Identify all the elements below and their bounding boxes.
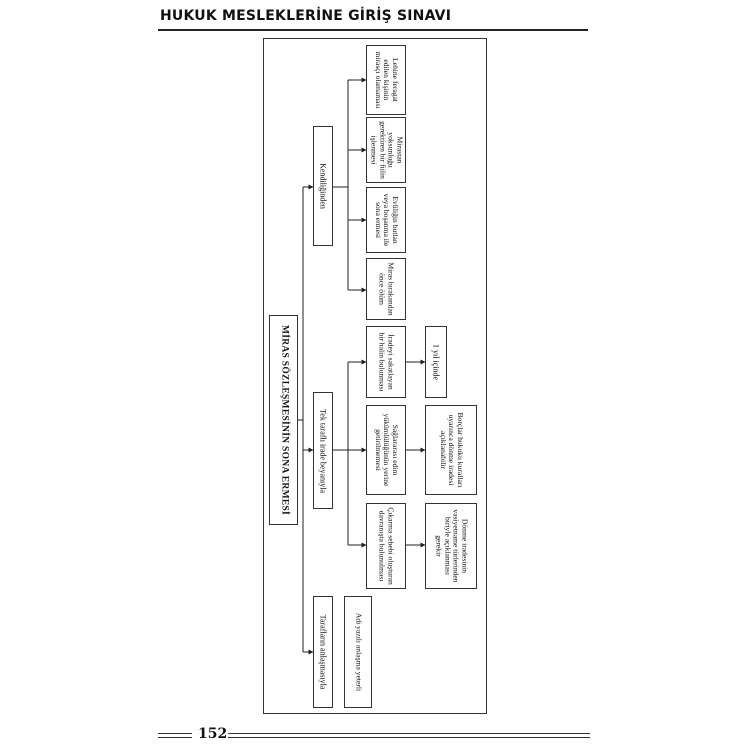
kend-item-evliligin: Evliliğin butlan veya boşanma ile sona e…	[366, 187, 406, 253]
detail-donme: Dönme iradesinin vasiyetname türlerinden…	[425, 503, 477, 589]
detail-1yil: 1 yıl içinde	[425, 326, 447, 398]
header-rule	[158, 29, 588, 31]
branch-taraflarin: Tarafların anlaşmasıyla	[313, 596, 333, 708]
branch-tek-tarafli-label: Tek taraflı irade beyanıyla	[318, 408, 328, 493]
diagram-frame	[263, 38, 487, 714]
kend-item-mirastan-label: Mirastan yoksunluğu gerektiren bir fiili…	[369, 121, 405, 179]
kend-item-lehine: Lehine feragat edilen kişinin mirasçı ol…	[366, 45, 406, 115]
tek-item-saglararasi: Sağlararası edim yükümlülüğünün yerine g…	[366, 405, 406, 495]
branch-kendiliginden: Kendiliğinden	[313, 126, 333, 246]
kend-item-mirastan: Mirastan yoksunluğu gerektiren bir fiili…	[366, 117, 406, 183]
kend-item-lehine-label: Lehine feragat edilen kişinin mirasçı ol…	[373, 51, 401, 109]
footer-rule-left-2	[158, 737, 192, 738]
detail-1yil-label: 1 yıl içinde	[431, 344, 441, 380]
tek-item-cikarma-label: Çıkarma sebebi oluşturan davranışta bulu…	[378, 507, 396, 585]
branch-tek-tarafli: Tek taraflı irade beyanıyla	[313, 392, 333, 509]
tek-item-iradeyi-label: İradeyi sakatlayan bir halin bulunması	[378, 332, 396, 392]
taraf-item-adi-yazili-label: Adi yazılı anlaşma yeterli	[354, 612, 364, 692]
kend-item-miras-birakan-label: Miras bırakandan önce ölüm	[378, 262, 396, 316]
detail-borclar: Borçlar hukuku kuralları uyarınca dönme …	[425, 405, 477, 495]
footer-rule-left-1	[158, 733, 192, 734]
kend-item-miras-birakan: Miras bırakandan önce ölüm	[366, 258, 406, 320]
tek-item-iradeyi: İradeyi sakatlayan bir halin bulunması	[366, 326, 406, 398]
taraf-item-adi-yazili: Adi yazılı anlaşma yeterli	[344, 596, 372, 708]
branch-kendiliginden-label: Kendiliğinden	[318, 163, 328, 209]
root-label: MİRAS SÖZLEŞMESİNİN SONA ERMESİ	[278, 324, 289, 516]
page-header-title: HUKUK MESLEKLERİNE GİRİŞ SINAVI	[160, 8, 452, 24]
detail-donme-label: Dönme iradesinin vasiyetname türlerinden…	[434, 509, 470, 583]
tek-item-cikarma: Çıkarma sebebi oluşturan davranışta bulu…	[366, 503, 406, 589]
branch-taraflarin-label: Tarafların anlaşmasıyla	[318, 614, 328, 690]
kend-item-evliligin-label: Evliliğin butlan veya boşanma ile sona e…	[373, 193, 401, 247]
tek-item-saglararasi-label: Sağlararası edim yükümlülüğünün yerine g…	[373, 413, 401, 487]
detail-borclar-label: Borçlar hukuku kuralları uyarınca dönme …	[438, 412, 466, 488]
root-box: MİRAS SÖZLEŞMESİNİN SONA ERMESİ	[269, 315, 298, 525]
page-number: 152	[198, 726, 228, 742]
footer-rule-right-1	[228, 733, 590, 734]
footer-rule-right-2	[228, 737, 590, 738]
